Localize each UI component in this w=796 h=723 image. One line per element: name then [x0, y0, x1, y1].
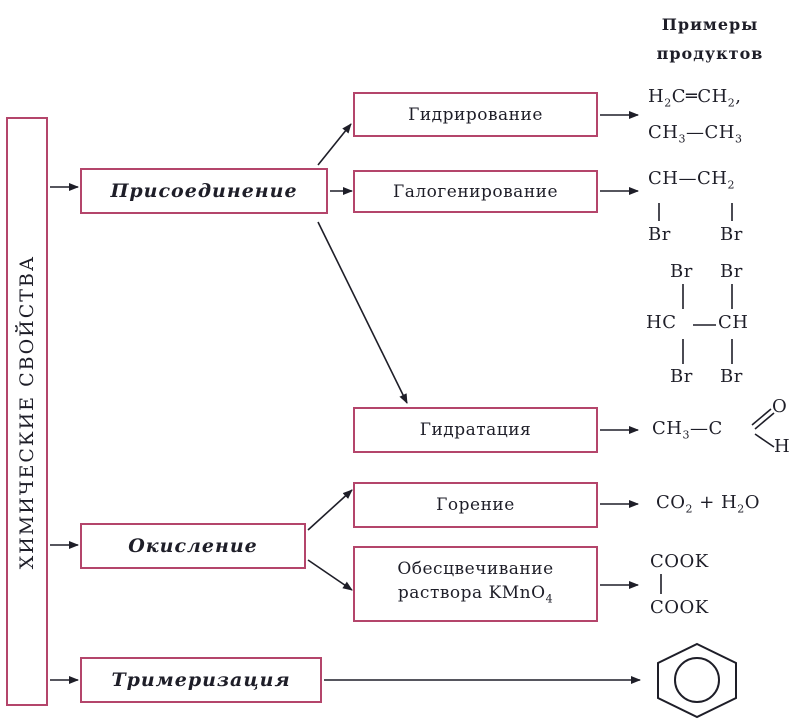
hydrogenation-box: Гидрирование: [353, 92, 598, 137]
product-ethylene: H2C═CH2,: [648, 86, 742, 110]
halogenation-label: Галогенирование: [392, 181, 559, 202]
combustion-label: Горение: [436, 495, 515, 515]
ethylene-h: H: [648, 86, 665, 107]
product-aldehyde: CH3—C: [652, 418, 723, 442]
chemical-properties-label: ХИМИЧЕСКИЕ СВОЙСТВА: [6, 117, 48, 706]
ethane-ch2: —CH: [685, 122, 735, 143]
bond-aldehyde-o-2: [754, 412, 775, 430]
decolorization-text: раствора KMnO: [397, 582, 546, 603]
decolorization-subscript: 4: [545, 592, 554, 606]
aldehyde-ch-sub: 3: [682, 428, 690, 442]
tetra-br-top-right: Br: [720, 261, 743, 282]
combustion-o: O: [744, 492, 761, 513]
oxidation-box: Окисление: [80, 523, 306, 569]
ethylene-h-sub: 2: [664, 96, 672, 110]
halogenation-box: Галогенирование: [353, 170, 598, 213]
ethylene-c-sub: 2: [727, 96, 736, 110]
decolorization-line-1: Обесцвечивание: [397, 558, 554, 579]
combustion-box: Горение: [353, 482, 598, 528]
ethane-ch-sub: 3: [678, 132, 686, 146]
dibromo-top-text: CH—CH: [648, 168, 728, 189]
side-label-text: ХИМИЧЕСКИЕ СВОЙСТВА: [16, 254, 38, 569]
oxidation-label: Окисление: [128, 535, 258, 557]
products-header: Примеры продуктов: [628, 10, 792, 68]
tetra-br-bot-left: Br: [670, 366, 693, 387]
tetra-ch: CH: [718, 312, 749, 333]
aldehyde-o: O: [772, 396, 788, 417]
hydration-box: Гидратация: [353, 407, 598, 453]
benzene-ring-icon: [657, 642, 737, 719]
ethylene-comma: ,: [735, 86, 742, 107]
oxalate-line-1: COOK: [650, 551, 709, 572]
trimerization-box: Тримеризация: [80, 657, 322, 703]
tetra-hc: HC: [646, 312, 677, 333]
aldehyde-c: —C: [689, 418, 723, 439]
header-line-2: продуктов: [656, 44, 764, 63]
arrow-to-combustion: [307, 489, 353, 531]
ethane-ch: CH: [648, 122, 679, 143]
bond-aldehyde-o-1: [751, 408, 772, 426]
hydration-label: Гидратация: [419, 420, 532, 440]
aldehyde-ch: CH: [652, 418, 683, 439]
ethane-ch2-sub: 3: [734, 132, 743, 146]
arrow-to-hydration: [317, 221, 408, 404]
combustion-h: + H: [693, 492, 738, 513]
combustion-co: CO: [656, 492, 686, 513]
tetra-br-bot-right: Br: [720, 366, 743, 387]
decolorization-line-2: раствора KMnO4: [398, 581, 553, 611]
arrow-to-hydrogenation: [317, 123, 352, 166]
product-dibromo-top: CH—CH2: [648, 168, 735, 192]
hydrogenation-label: Гидрирование: [408, 104, 543, 125]
addition-label: Присоединение: [110, 180, 298, 202]
addition-box: Присоединение: [80, 168, 328, 214]
combustion-co-sub: 2: [685, 502, 694, 516]
decolorization-box: Обесцвечивание раствора KMnO4: [353, 546, 598, 622]
ethylene-c: C═CH: [671, 86, 728, 107]
aldehyde-h: H: [774, 436, 791, 457]
header-line-1: Примеры: [661, 15, 759, 34]
combustion-h-sub: 2: [737, 502, 745, 516]
dibromo-br-right: Br: [720, 224, 743, 245]
trimerization-label: Тримеризация: [111, 669, 291, 691]
tetra-br-top-left: Br: [670, 261, 693, 282]
arrow-to-decolorization: [307, 559, 353, 591]
bond-aldehyde-h: [754, 433, 775, 448]
product-combustion: CO2 + H2O: [656, 492, 760, 516]
dibromo-br-left: Br: [648, 224, 671, 245]
product-ethane: CH3—CH3: [648, 122, 742, 146]
dibromo-top-sub: 2: [727, 178, 735, 192]
oxalate-line-2: COOK: [650, 597, 709, 618]
